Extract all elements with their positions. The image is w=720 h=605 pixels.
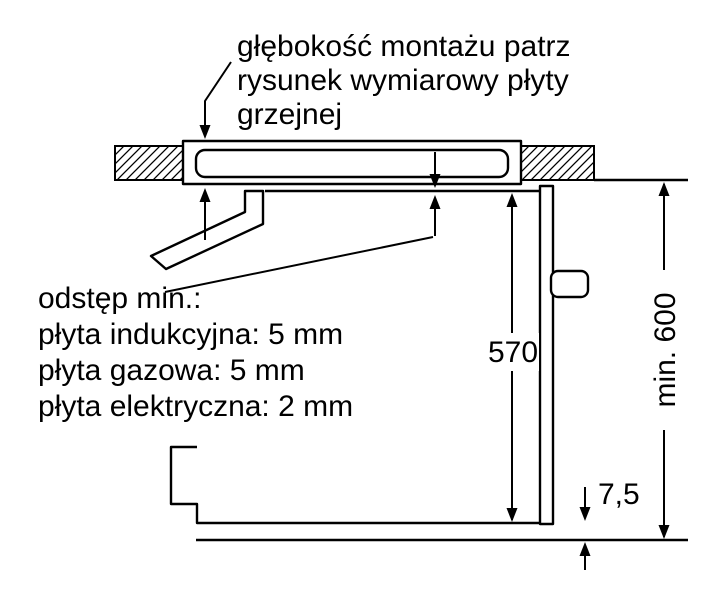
worktop-left-section <box>114 145 185 181</box>
dim-570-arrow-bottom <box>506 508 518 522</box>
clearance-note-line-4: płyta elektryczna: 2 mm <box>38 390 353 423</box>
dim-600-arrow-top <box>658 182 670 196</box>
dim-600-label-mask <box>644 270 682 430</box>
clearance-arrow-head <box>429 195 441 209</box>
dim-600-arrow-bottom <box>658 525 670 539</box>
dim-7-5-arrow-down <box>579 507 591 521</box>
oven-handle <box>549 269 590 299</box>
dim-570-label-mask <box>487 333 539 371</box>
clearance-leader-line <box>164 236 434 293</box>
clearance-note-line-3: płyta gazowa: 5 mm <box>38 354 305 387</box>
oven-bottom-edge <box>169 445 540 525</box>
dim-7-5-arrow-up <box>579 542 591 556</box>
clearance-note-line-2: płyta indukcyjna: 5 mm <box>38 318 343 351</box>
hob-depth-arrow-head <box>429 174 441 188</box>
worktop-front-trim <box>149 189 265 271</box>
clearance-note-line-1: odstęp min.: <box>38 282 201 315</box>
dim-570-label: 570 <box>488 336 538 369</box>
mounting-depth-note-line-1: głębokość montażu patrz <box>237 30 571 63</box>
side-gap-arrow-head <box>199 188 211 202</box>
mounting-depth-leader <box>204 61 232 130</box>
mounting-depth-arrow <box>199 125 211 139</box>
dim-600-label: min. 600 <box>649 292 682 407</box>
mounting-depth-note-line-3: grzejnej <box>237 98 342 131</box>
dim-570-arrow-top <box>506 193 518 207</box>
oven-front-panel <box>538 184 555 526</box>
worktop-right-section <box>519 145 595 181</box>
dim-7-5-label: 7,5 <box>598 478 640 511</box>
mounting-depth-note-line-2: rysunek wymiarowy płyty <box>237 64 569 97</box>
hob-inner-rim <box>194 148 510 179</box>
